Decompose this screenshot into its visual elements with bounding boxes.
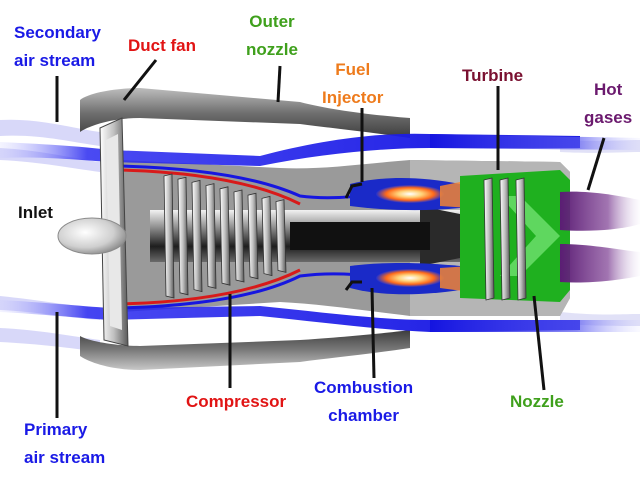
label-compressor: Compressor [186, 392, 287, 411]
label-combustion-chamber: Combustion chamber [314, 378, 414, 425]
turbine-blade [515, 177, 527, 301]
label-duct-fan: Duct fan [128, 36, 196, 55]
compressor-blade [261, 195, 273, 277]
compressor-blade [191, 179, 203, 293]
label-fuel-injector: Fuel Injector [322, 60, 384, 107]
turbine-blade [499, 177, 511, 301]
label-turbine: Turbine [462, 66, 524, 85]
compressor-blades [163, 173, 287, 299]
label-nozzle: Nozzle [510, 392, 564, 411]
compressor-blade [219, 186, 231, 286]
label-primary-air-stream: Primary air stream [24, 420, 106, 467]
label-inlet: Inlet [18, 203, 53, 222]
compressor-blade [233, 189, 245, 283]
turbine-blades [483, 177, 527, 301]
central-shaft [150, 206, 490, 266]
label-leader-lines [55, 59, 606, 418]
turbine-section [460, 170, 570, 302]
hot-gases-exhaust [560, 191, 640, 283]
duct-fan-assembly [57, 117, 129, 347]
compressor-blade [275, 199, 287, 273]
label-outer-nozzle: Outer nozzle [246, 12, 298, 59]
compressor-blade [177, 176, 189, 296]
compressor-blade [163, 173, 175, 299]
compressor-blade [247, 192, 259, 280]
label-hot-gases: Hot gases [584, 80, 633, 127]
compressor-blade [205, 183, 217, 289]
turbine-blade [483, 177, 495, 301]
label-secondary-air-stream: Secondary air stream [14, 23, 101, 70]
fuel-injector-nozzles [344, 182, 363, 291]
